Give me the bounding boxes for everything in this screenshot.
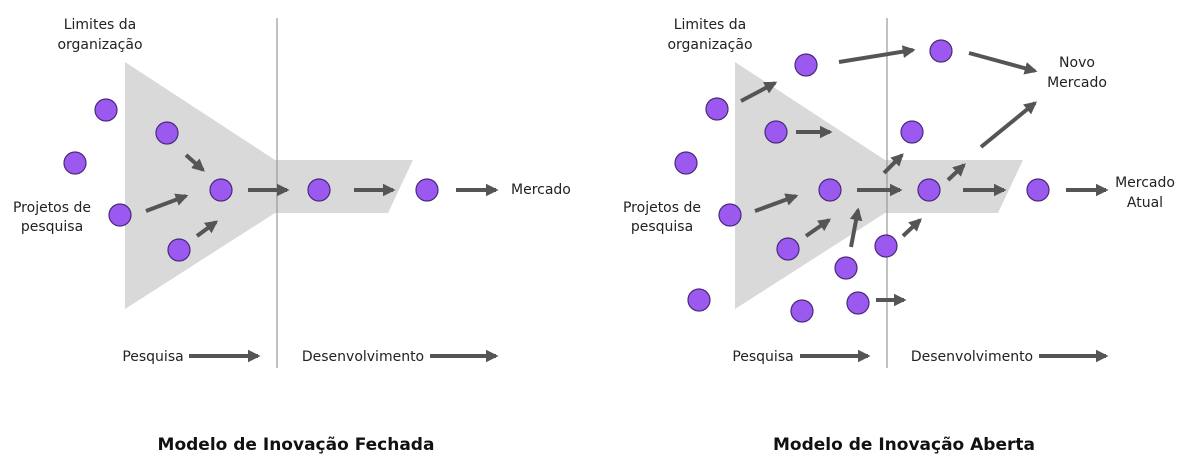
closed-phase-development-label: Desenvolvimento [302, 349, 424, 365]
open-current-market-label-line1: Mercado [1115, 175, 1175, 191]
open-project-node [818, 178, 842, 202]
closed-projects-label-line1: Projetos de [13, 200, 91, 216]
open-project-node [687, 288, 711, 312]
open-funnel [735, 62, 1023, 309]
open-phase-development-label: Desenvolvimento [911, 349, 1033, 365]
open-projects-label-line2: pesquisa [631, 219, 693, 235]
closed-funnel [125, 62, 413, 309]
closed-project-node [307, 178, 331, 202]
open-project-node [790, 299, 814, 323]
open-flow-arrow [849, 207, 863, 248]
open-project-node [794, 53, 818, 77]
open-model-title: Modelo de Inovação Aberta [773, 435, 1035, 455]
open-flow-arrow [838, 45, 916, 64]
open-flow-arrow [754, 193, 799, 213]
open-project-node [776, 237, 800, 261]
closed-project-node [415, 178, 439, 202]
open-boundary-label-line1: Limites da [674, 17, 747, 33]
open-flow-arrow [968, 51, 1038, 75]
open-boundary-label-line2: organização [667, 37, 752, 53]
closed-project-node [108, 203, 132, 227]
closed-projects-label-line2: pesquisa [21, 219, 83, 235]
open-flow-arrow [740, 81, 778, 103]
open-project-node [874, 234, 898, 258]
open-model-panel: Limites da organização Projetos de pesqu… [623, 17, 1175, 455]
open-flow-arrow [901, 218, 922, 238]
open-current-market-label-line2: Atual [1127, 195, 1163, 211]
open-phase-research-label: Pesquisa [732, 349, 793, 365]
open-project-node [900, 120, 924, 144]
open-project-node [929, 39, 953, 63]
open-project-node [917, 178, 941, 202]
open-flow-arrow [946, 163, 966, 182]
open-new-market-label-line2: Mercado [1047, 75, 1107, 91]
closed-boundary-label-line2: organização [57, 37, 142, 53]
closed-market-label: Mercado [511, 182, 571, 198]
open-project-node [674, 151, 698, 175]
open-project-node [846, 291, 870, 315]
open-flow-arrow [882, 153, 904, 175]
open-flow-arrow [804, 218, 832, 238]
closed-model-title: Modelo de Inovação Fechada [158, 435, 435, 455]
closed-project-node [94, 98, 118, 122]
closed-flow-arrow [184, 153, 205, 172]
closed-project-node [167, 238, 191, 262]
closed-project-node [155, 121, 179, 145]
open-project-node [705, 97, 729, 121]
open-flow-arrow [979, 101, 1037, 149]
closed-flow-arrow [145, 193, 189, 213]
open-project-node [718, 203, 742, 227]
open-project-node [1026, 178, 1050, 202]
closed-model-panel: Limites da organização Projetos de pesqu… [13, 17, 571, 455]
open-project-node [764, 120, 788, 144]
open-new-market-label-line1: Novo [1059, 55, 1095, 71]
open-project-node [834, 256, 858, 280]
open-projects-label-line1: Projetos de [623, 200, 701, 216]
closed-project-node [63, 151, 87, 175]
closed-project-node [209, 178, 233, 202]
closed-flow-arrow [195, 220, 219, 238]
closed-phase-research-label: Pesquisa [122, 349, 183, 365]
closed-boundary-label-line1: Limites da [64, 17, 137, 33]
